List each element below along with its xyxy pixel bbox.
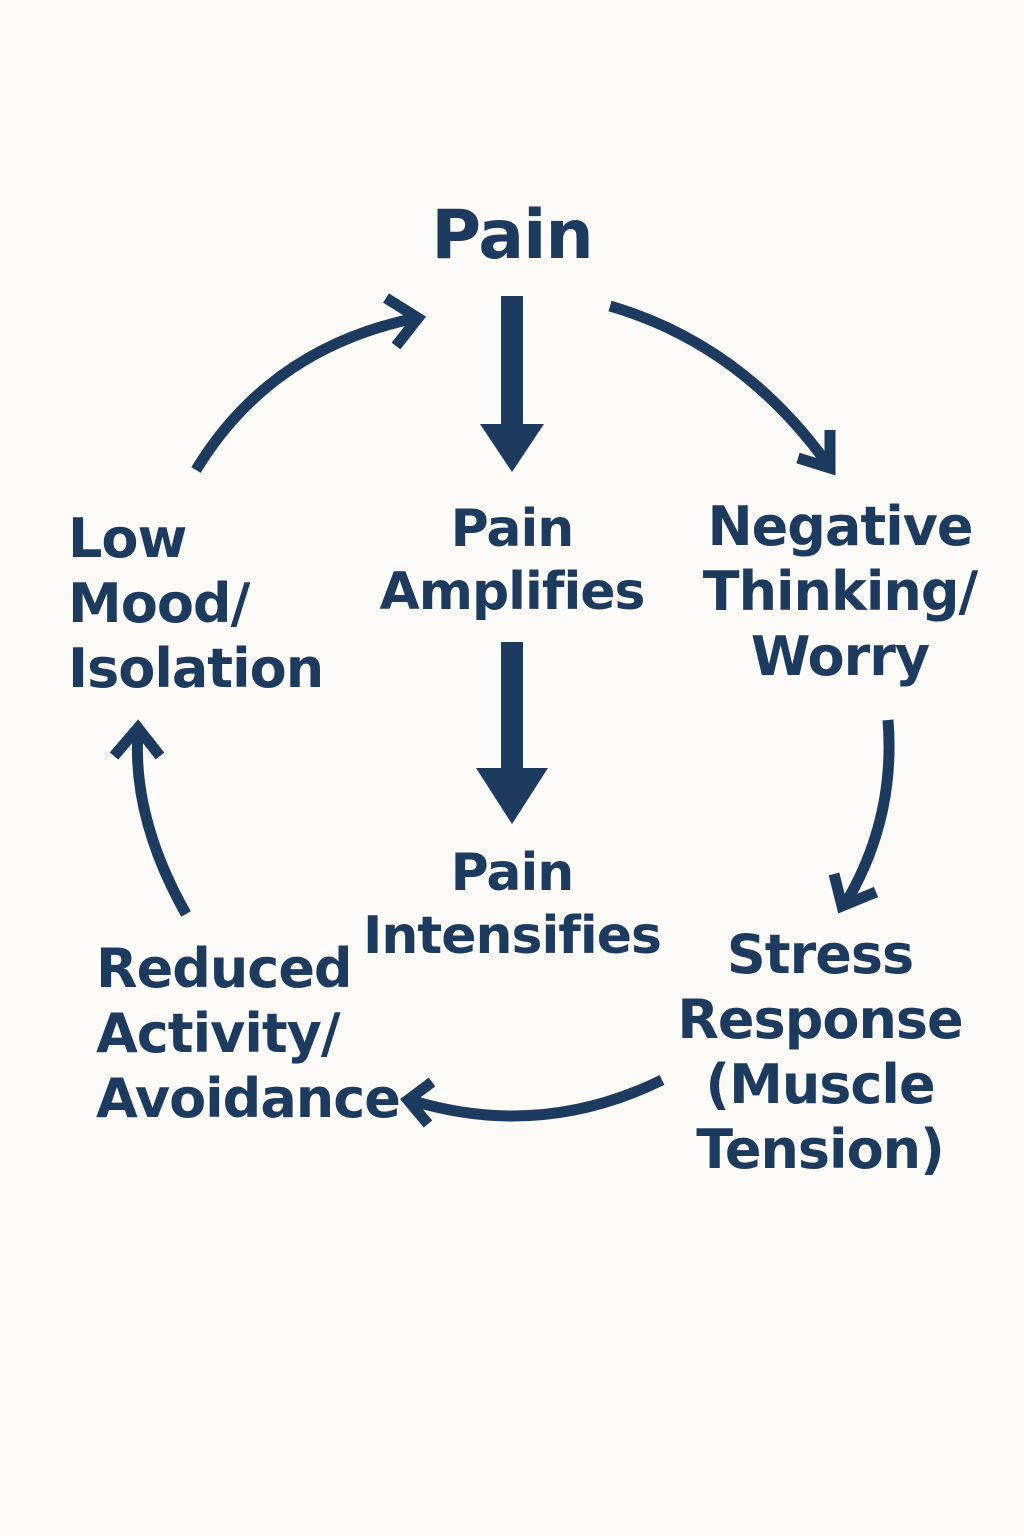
- node-low-mood-line: Isolation: [68, 637, 324, 700]
- node-pain-intensifies: Pain Intensifies: [312, 842, 712, 968]
- node-negative-thinking-line: Worry: [750, 625, 930, 688]
- node-pain-amplifies: Pain Amplifies: [312, 498, 712, 624]
- node-stress-response-line: Response: [677, 988, 963, 1051]
- node-reduced-activity-line: Activity/: [96, 1002, 341, 1065]
- arrow-pain-to-amplifies: [480, 296, 544, 472]
- arrow-lowmood-to-pain: [191, 293, 427, 473]
- arrow-negative-to-stress: [828, 719, 895, 914]
- node-reduced-activity-line: Reduced: [96, 937, 353, 1000]
- node-stress-response-line: (Muscle: [705, 1053, 935, 1116]
- node-negative-thinking-line: Negative: [707, 495, 973, 558]
- node-negative-thinking: Negative Thinking/ Worry: [660, 494, 1020, 689]
- node-low-mood-line: Low: [68, 507, 187, 570]
- node-pain-intensifies-line: Intensifies: [363, 906, 662, 966]
- node-stress-response-line: Tension): [696, 1118, 945, 1181]
- node-pain-amplifies-line: Pain: [450, 499, 575, 559]
- node-low-mood-line: Mood/: [68, 572, 250, 635]
- node-negative-thinking-line: Thinking/: [702, 560, 978, 623]
- node-reduced-activity-line: Avoidance: [96, 1067, 401, 1130]
- node-pain: Pain: [312, 196, 712, 276]
- node-stress-response: Stress Response (Muscle Tension): [640, 922, 1000, 1182]
- arrow-reduced-to-lowmood: [109, 719, 191, 917]
- arrow-amplifies-to-intensifies: [476, 642, 548, 824]
- arrow-stress-to-reduced: [400, 1075, 665, 1128]
- node-reduced-activity: Reduced Activity/ Avoidance: [96, 936, 426, 1131]
- node-pain-amplifies-line: Amplifies: [379, 562, 646, 622]
- node-low-mood: Low Mood/ Isolation: [68, 506, 368, 701]
- node-pain-line: Pain: [431, 196, 594, 275]
- node-stress-response-line: Stress: [726, 923, 914, 986]
- node-pain-intensifies-line: Pain: [450, 843, 575, 903]
- arrow-pain-to-negative-thinking: [608, 300, 836, 476]
